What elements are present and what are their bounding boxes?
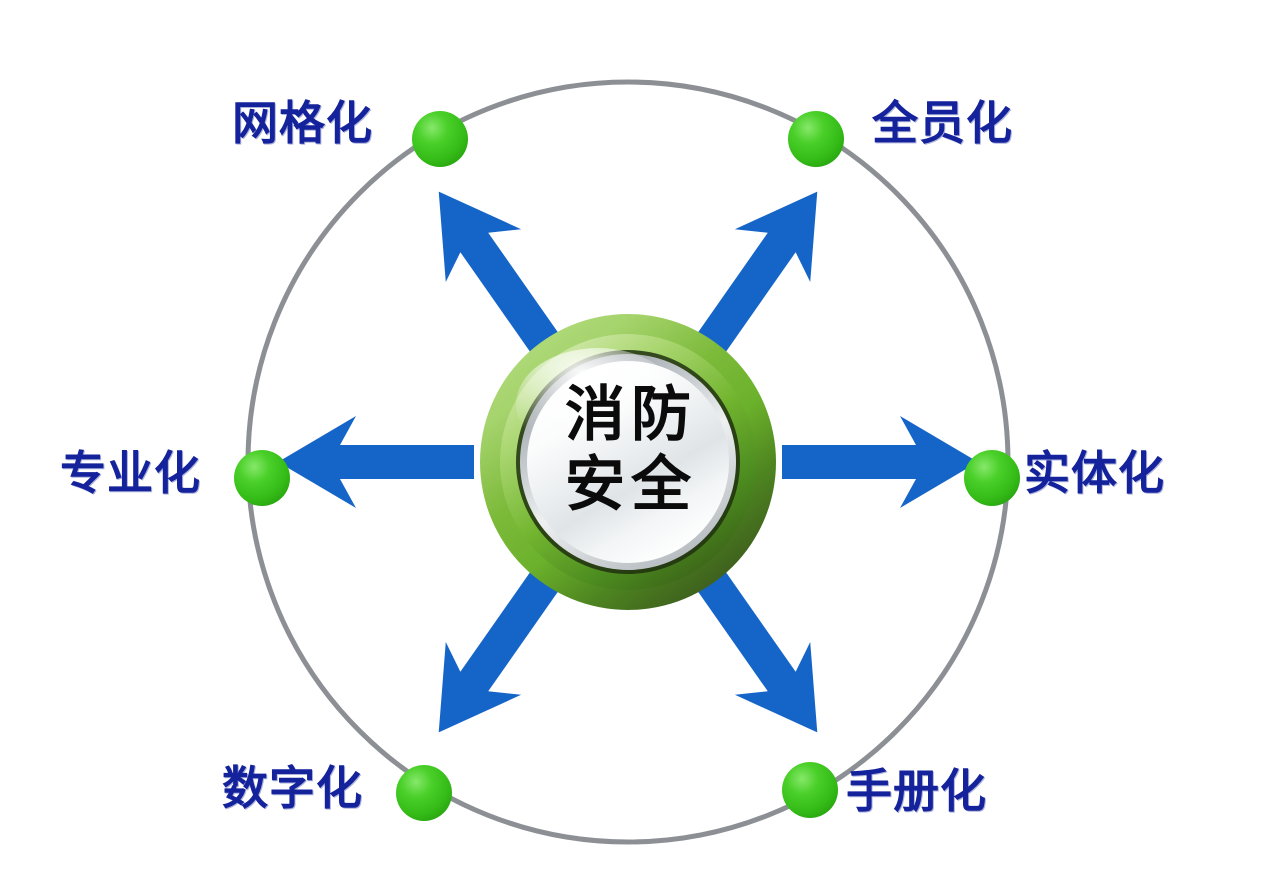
node-label-shuzihua: 数字化	[222, 761, 363, 815]
node-label-shoucehua: 手册化	[846, 764, 987, 818]
node-label-shitihua: 实体化	[1024, 446, 1165, 500]
node-quanyuanhua[interactable]	[788, 111, 844, 167]
center-button[interactable]	[480, 314, 776, 610]
node-label-wanggehua: 网格化	[232, 96, 373, 150]
node-label-zhuanyehua: 专业化	[60, 446, 201, 500]
node-zhuanyehua[interactable]	[234, 450, 290, 506]
node-shitihua[interactable]	[964, 450, 1020, 506]
center-label: 消防 安全	[498, 380, 758, 520]
node-label-quanyuanhua: 全员化	[872, 96, 1013, 150]
center-label-line1: 消防	[565, 380, 697, 450]
node-shoucehua[interactable]	[782, 762, 838, 818]
arrow-to-zhuanyehua	[278, 416, 474, 508]
center-label-line2: 安全	[565, 450, 697, 521]
node-shuzihua[interactable]	[396, 765, 452, 821]
arrow-to-shitihua	[782, 416, 978, 508]
node-wanggehua[interactable]	[412, 111, 468, 167]
